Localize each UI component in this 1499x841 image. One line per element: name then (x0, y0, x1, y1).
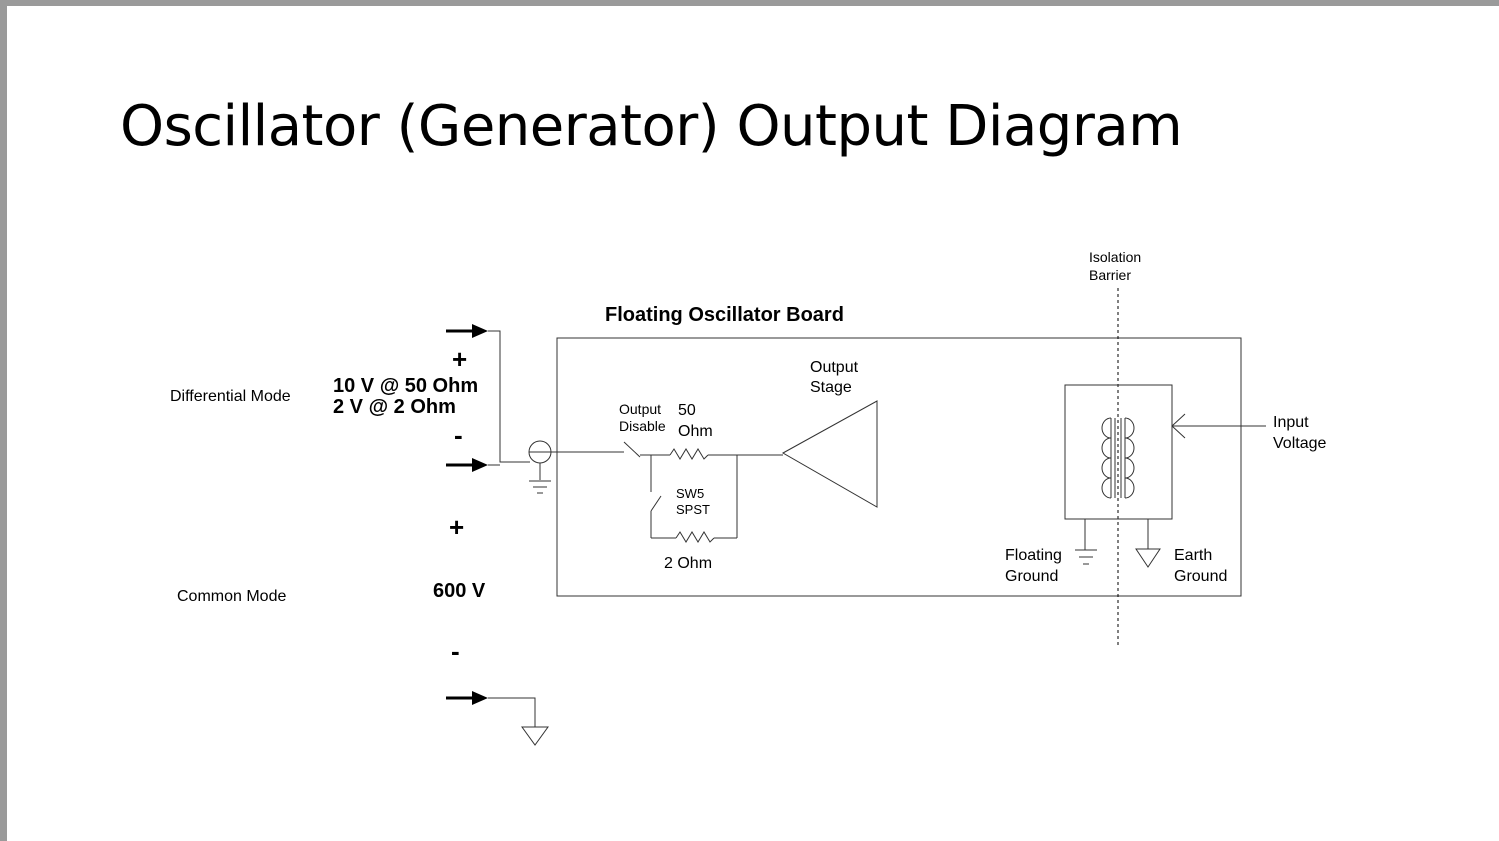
input-voltage-label-line2: Voltage (1273, 435, 1326, 452)
output-stage-label-line2: Stage (810, 379, 852, 396)
common-mode-ground-icon (488, 697, 549, 746)
common-plus-sign: + (449, 512, 464, 542)
coax-connector-icon (528, 440, 624, 494)
floating-ground-icon (1075, 519, 1097, 565)
output-disable-switch-icon (623, 441, 641, 458)
output-disable-label-line2: Disable (619, 418, 666, 434)
output-stage-label-line1: Output (810, 359, 859, 376)
earth-ground-label-line2: Ground (1174, 568, 1227, 585)
isolation-barrier-label-line2: Barrier (1089, 267, 1131, 283)
floating-ground-label-line2: Ground (1005, 568, 1058, 585)
floating-ground-label-line1: Floating (1005, 547, 1062, 564)
switch-label-line2: SPST (676, 502, 710, 517)
common-mode-value: 600 V (433, 580, 486, 602)
isolation-barrier-label-line1: Isolation (1089, 249, 1141, 265)
resistor-50-label-line2: Ohm (678, 423, 713, 440)
arrow-middle (446, 458, 488, 472)
earth-ground-label-line1: Earth (1174, 547, 1212, 564)
common-mode-label: Common Mode (177, 588, 286, 605)
resistor-2-label: 2 Ohm (664, 555, 712, 572)
differential-spec-line2: 2 V @ 2 Ohm (333, 396, 456, 418)
input-voltage-label-line1: Input (1273, 414, 1309, 431)
output-disable-label-line1: Output (619, 401, 661, 417)
differential-minus-sign: - (454, 420, 463, 450)
input-voltage-arrow-icon (1171, 413, 1266, 439)
slide: Oscillator (Generator) Output Diagram (7, 6, 1499, 841)
output-stage-amplifier-icon (781, 400, 878, 508)
slide-title: Oscillator (Generator) Output Diagram (120, 94, 1183, 159)
resistor-50-icon (640, 448, 783, 460)
arrow-top (446, 324, 488, 338)
differential-mode-label: Differential Mode (170, 388, 291, 405)
common-minus-sign: - (451, 636, 460, 666)
differential-plus-sign: + (452, 344, 467, 374)
switch-label-line1: SW5 (676, 486, 704, 501)
floating-oscillator-board (556, 337, 1242, 597)
arrow-bottom (446, 691, 488, 705)
resistor-50-label-line1: 50 (678, 402, 696, 419)
transformer-icon (1101, 417, 1135, 499)
transformer-box (1064, 384, 1173, 520)
board-title: Floating Oscillator Board (605, 304, 844, 326)
earth-ground-icon (1135, 519, 1161, 568)
sw5-branch (650, 455, 738, 543)
differential-plus-wire (488, 330, 530, 463)
differential-spec-line1: 10 V @ 50 Ohm (333, 375, 478, 397)
